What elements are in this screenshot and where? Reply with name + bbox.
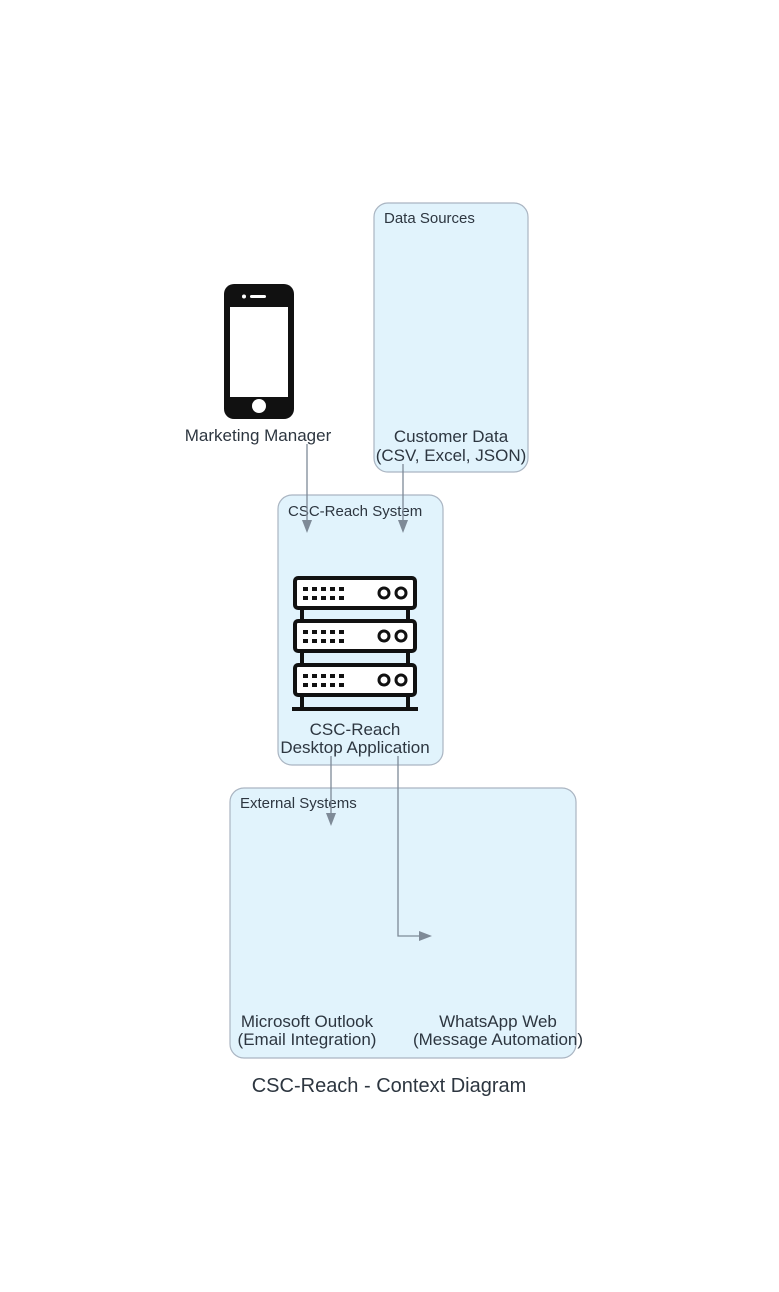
desktop-application-label-line2: Desktop Application	[280, 738, 429, 757]
node-desktop-application: CSC-Reach Desktop Application	[280, 576, 430, 757]
cluster-data-sources-box	[373, 202, 529, 473]
cluster-external-systems-label: External Systems	[240, 795, 357, 812]
outlook-label-line1: Microsoft Outlook	[241, 1012, 374, 1031]
edge-marketing-manager-to-app	[302, 444, 312, 533]
cluster-external-systems: External Systems	[229, 787, 577, 1059]
edge-customer-data-to-app	[398, 464, 408, 533]
customer-data-label-line2: (CSV, Excel, JSON)	[376, 446, 527, 465]
whatsapp-label-line1: WhatsApp Web	[439, 1012, 557, 1031]
edge-app-to-whatsapp	[397, 756, 432, 941]
customer-data-label-line1: Customer Data	[394, 427, 509, 446]
node-microsoft-outlook: Microsoft Outlook (Email Integration)	[238, 1012, 377, 1049]
desktop-application-label-line1: CSC-Reach	[310, 720, 401, 739]
server-rack-icon	[292, 576, 418, 711]
diagram-title: CSC-Reach - Context Diagram	[252, 1075, 527, 1097]
outlook-label-line2: (Email Integration)	[238, 1030, 377, 1049]
cluster-external-systems-box	[229, 787, 577, 1059]
node-marketing-manager: Marketing Manager	[185, 284, 332, 445]
mobile-phone-icon	[224, 284, 294, 419]
node-whatsapp-web: WhatsApp Web (Message Automation)	[413, 1012, 583, 1049]
node-customer-data: Customer Data (CSV, Excel, JSON)	[376, 427, 527, 465]
marketing-manager-label: Marketing Manager	[185, 426, 332, 445]
cluster-csc-reach-system-label: CSC-Reach System	[288, 503, 422, 520]
cluster-data-sources-label: Data Sources	[384, 210, 475, 227]
whatsapp-label-line2: (Message Automation)	[413, 1030, 583, 1049]
cluster-data-sources: Data Sources	[373, 202, 529, 473]
edge-app-to-outlook	[326, 756, 336, 826]
